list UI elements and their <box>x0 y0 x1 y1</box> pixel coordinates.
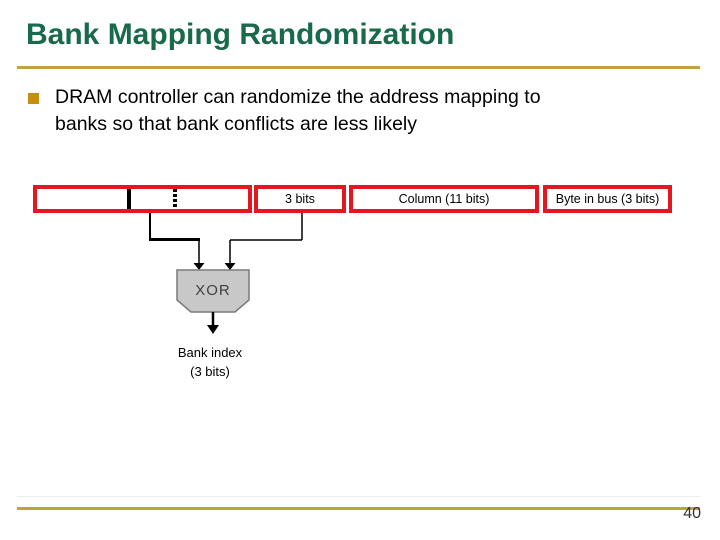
bullet-text-line1: DRAM controller can randomize the addres… <box>55 86 541 108</box>
right-arrowhead-icon <box>224 263 236 270</box>
xor-block-shape <box>176 269 250 313</box>
page-number: 40 <box>683 505 701 522</box>
bank-index-label-line2: (3 bits) <box>190 364 230 379</box>
footer-rule <box>17 507 700 510</box>
field-box-column: Column (11 bits) <box>349 185 539 213</box>
bank-index-label: Bank index (3 bits) <box>145 343 275 381</box>
bit-divider-solid <box>127 189 131 209</box>
bank-index-label-line1: Bank index <box>177 345 243 360</box>
xor-connector-graphic <box>149 213 303 334</box>
output-arrowhead-icon <box>207 325 219 334</box>
field-box-row-bits <box>33 185 252 213</box>
title-underline <box>17 66 700 69</box>
field-box-3bits-label: 3 bits <box>285 192 315 206</box>
field-box-byte-label: Byte in bus (3 bits) <box>555 192 660 206</box>
page-title: Bank Mapping Randomization <box>26 18 455 51</box>
footer-faint-rule <box>17 496 700 497</box>
left-arrowhead-icon <box>193 263 205 270</box>
field-box-3bits: 3 bits <box>254 185 346 213</box>
bit-divider-dashed <box>173 189 177 209</box>
bullet-text: DRAM controller can randomize the addres… <box>55 84 675 138</box>
bullet-text-line2: banks so that bank conflicts are less li… <box>55 113 418 135</box>
xor-label: XOR <box>195 281 231 299</box>
bullet-square-icon <box>28 93 39 104</box>
field-box-byte: Byte in bus (3 bits) <box>543 185 672 213</box>
field-box-column-label: Column (11 bits) <box>398 192 490 206</box>
